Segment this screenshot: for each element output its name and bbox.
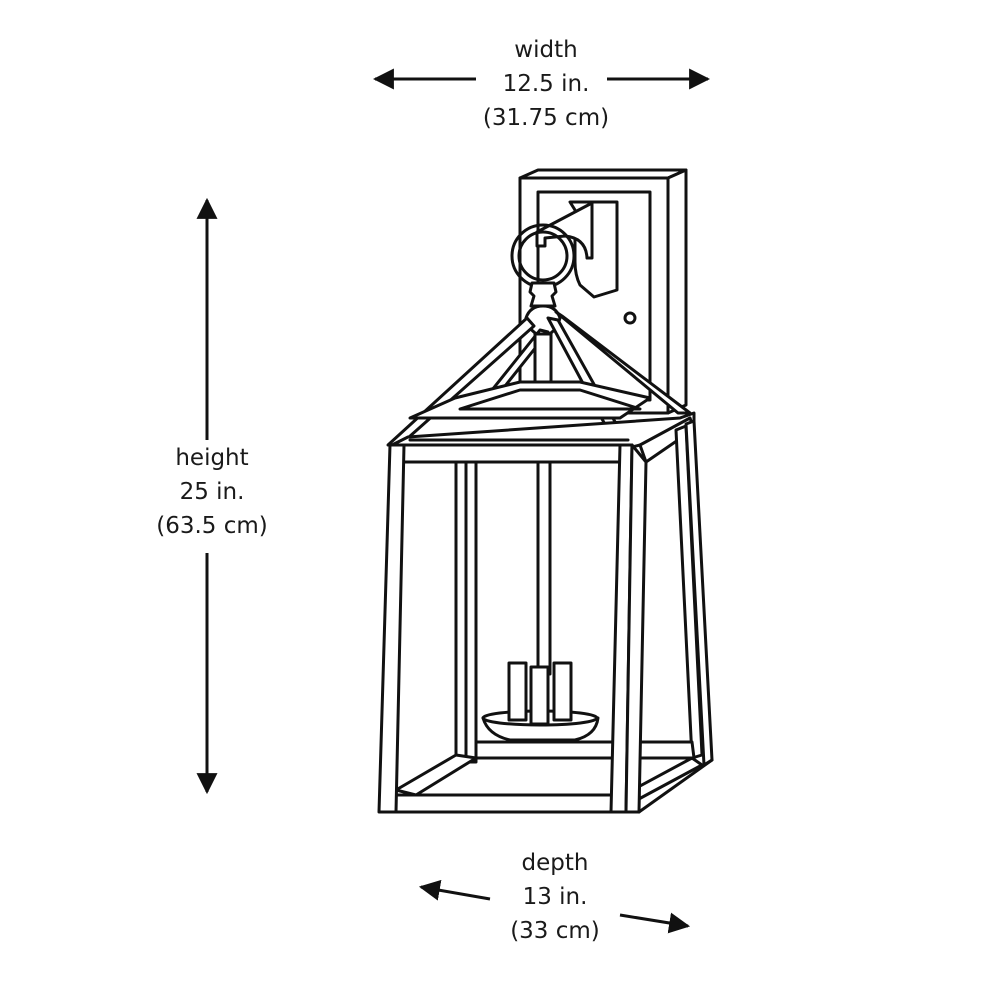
- height-dimension-label: height 25 in. (63.5 cm): [112, 441, 312, 543]
- depth-arrow-icon: [418, 879, 691, 934]
- depth-metric: (33 cm): [510, 918, 600, 944]
- depth-imperial: 13 in.: [522, 884, 588, 910]
- depth-title: depth: [521, 850, 589, 876]
- lantern-frame: [377, 419, 714, 814]
- height-title: height: [175, 445, 249, 471]
- width-dimension-label: width 12.5 in. (31.75 cm): [446, 33, 646, 135]
- mounting-screw-icon: [623, 311, 637, 325]
- width-title: width: [514, 37, 578, 63]
- candle-cluster: [481, 460, 600, 742]
- width-imperial: 12.5 in.: [502, 71, 590, 97]
- mounting-arm: [535, 200, 619, 299]
- height-metric: (63.5 cm): [156, 513, 268, 539]
- height-imperial: 25 in.: [179, 479, 245, 505]
- width-metric: (31.75 cm): [482, 105, 610, 131]
- depth-dimension-label: depth 13 in. (33 cm): [455, 846, 655, 948]
- hanging-ring: [510, 223, 576, 338]
